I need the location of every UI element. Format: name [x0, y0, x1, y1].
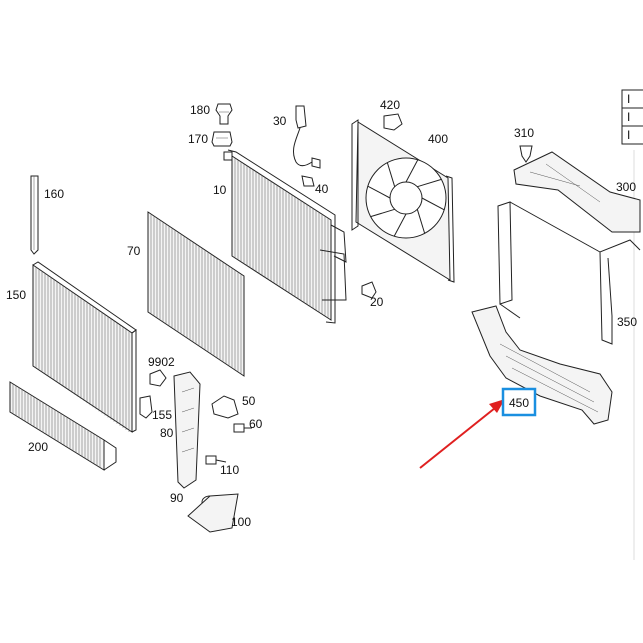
part-110-bolt [205, 455, 227, 465]
partial-table: I I I [621, 89, 643, 145]
label-200: 200 [28, 440, 48, 454]
table-cell-3: I [627, 128, 630, 142]
part-160-rod [30, 175, 39, 255]
part-20-bracket [361, 281, 377, 299]
label-40: 40 [315, 182, 329, 196]
pointer-arrow-line [419, 403, 501, 469]
part-60-bolt [233, 423, 252, 433]
part-310-clip [519, 145, 533, 163]
label-300: 300 [616, 180, 636, 194]
part-50-hook [211, 395, 239, 419]
label-310: 310 [514, 126, 534, 140]
part-400-fan-shroud [351, 119, 455, 283]
label-9902: 9902 [148, 355, 175, 369]
table-cell-2: I [627, 110, 630, 124]
part-170-mount [211, 131, 233, 147]
label-20: 20 [370, 295, 384, 309]
part-155-fitting [139, 395, 153, 419]
part-180-clip [215, 103, 233, 125]
label-50: 50 [242, 394, 256, 408]
label-90: 90 [170, 491, 184, 505]
label-180: 180 [190, 103, 210, 117]
highlight-450: 450 [419, 387, 537, 469]
label-70: 70 [127, 244, 141, 258]
label-60: 60 [249, 417, 263, 431]
part-80-bracket [173, 371, 201, 489]
label-10: 10 [213, 183, 227, 197]
label-160: 160 [44, 187, 64, 201]
part-350-frame [497, 201, 641, 345]
part-40-sensor [301, 175, 315, 187]
part-100-support [187, 493, 239, 533]
label-420: 420 [380, 98, 400, 112]
label-400: 400 [428, 132, 448, 146]
part-300-upper-carrier [513, 151, 641, 233]
pointer-arrow-head [489, 399, 505, 413]
part-450-air-guide [471, 305, 613, 425]
table-cell-1: I [627, 92, 630, 106]
part-200-cooler [9, 381, 117, 471]
label-350: 350 [617, 315, 637, 329]
highlight-box [501, 387, 537, 417]
part-70-radiator-core [147, 211, 245, 377]
part-420-cap [383, 113, 403, 131]
label-100: 100 [231, 515, 251, 529]
part-30-sensor-cable [293, 105, 321, 169]
label-155: 155 [152, 408, 172, 422]
part-9902-sensor [149, 369, 167, 387]
label-450-highlighted: 450 [509, 396, 529, 410]
label-110: 110 [220, 463, 239, 477]
label-30: 30 [273, 114, 287, 128]
part-10-radiator [223, 149, 347, 324]
label-80: 80 [160, 426, 174, 440]
label-150: 150 [6, 288, 26, 302]
label-170: 170 [188, 132, 208, 146]
callout-labels: 180 170 30 420 400 310 160 10 40 300 70 150 20 350 990… [6, 98, 637, 529]
part-150-condenser [32, 261, 137, 433]
